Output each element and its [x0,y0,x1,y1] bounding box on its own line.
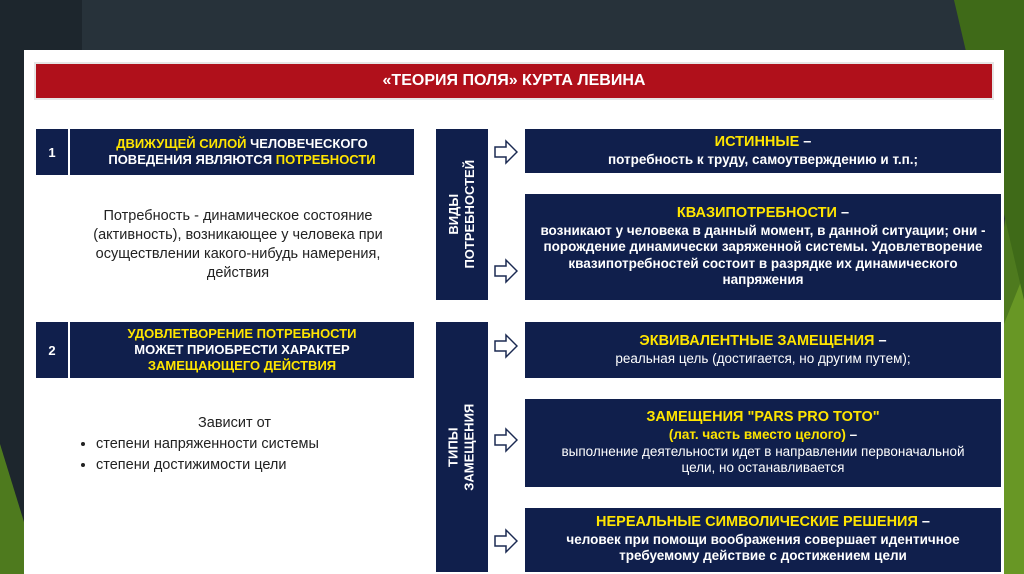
needs-types-line-2: ПОТРЕБНОСТЕЙ [462,160,478,269]
depends-bullet: степени напряженности системы [96,435,408,454]
true-needs-title: ИСТИННЫЕ [714,133,800,150]
arrow-right-icon [494,427,518,453]
arrow-right-icon [494,258,518,284]
true-needs-dash: – [799,133,812,150]
need-definition: Потребность - динамическое состояние (ак… [93,208,383,281]
block2-line-2: МОЖЕТ ПРИОБРЕСТИ ХАРАКТЕР [134,342,350,358]
pars-pro-toto-box: ЗАМЕЩЕНИЯ "PARS PRO TOTO" (лат. часть вм… [523,397,1003,489]
block2-line-3: ЗАМЕЩАЮЩЕГО ДЕЙСТВИЯ [147,357,337,373]
depends-block: Зависит от степени напряженности системы… [78,414,408,477]
substitution-types-line-2: ЗАМЕЩЕНИЯ [462,403,477,491]
block2-line-1: УДОВЛЕТВОРЕНИЕ ПОТРЕБНОСТИ [127,326,357,342]
quasi-needs-desc: возникают у человека в данный момент, в … [540,222,986,288]
unreal-solutions-box: НЕРЕАЛЬНЫЕ СИМВОЛИЧЕСКИЕ РЕШЕНИЯ – челов… [523,506,1003,574]
needs-types-label: ВИДЫ ПОТРЕБНОСТЕЙ [434,127,490,302]
pars-pro-toto-title: ЗАМЕЩЕНИЯ "PARS PRO TOTO" [646,409,880,426]
equivalent-dash: – [874,332,887,349]
block2-statement: УДОВЛЕТВОРЕНИЕ ПОТРЕБНОСТИ МОЖЕТ ПРИОБРЕ… [68,320,416,380]
block2-number: 2 [34,320,70,380]
equivalent-title: ЭКВИВАЛЕНТНЫЕ ЗАМЕЩЕНИЯ [639,332,875,349]
unreal-desc: человек при помощи воображения совершает… [566,531,960,564]
depends-list: степени напряженности системы степени до… [78,435,408,475]
quasi-needs-box: КВАЗИПОТРЕБНОСТИ – возникают у человека … [523,192,1003,302]
arrow-right-icon [494,528,518,554]
pars-pro-toto-desc: выполнение деятельности идет в направлен… [561,443,965,476]
substitution-types-label: ТИПЫ ЗАМЕЩЕНИЯ [434,320,490,574]
quasi-needs-title: КВАЗИПОТРЕБНОСТИ [676,205,837,222]
pars-pro-toto-note: (лат. часть вместо целого) [668,427,846,443]
true-needs-desc: потребность к труду, самоутверждению и т… [607,151,919,167]
block1-white-1: ЧЕЛОВЕЧЕСКОГО [246,136,368,152]
arrow-right-icon [494,333,518,359]
unreal-title: НЕРЕАЛЬНЫЕ СИМВОЛИЧЕСКИЕ РЕШЕНИЯ [596,514,918,530]
block1-white-2: ПОВЕДЕНИЯ ЯВЛЯЮТСЯ [108,152,276,167]
needs-types-line-1: ВИДЫ [445,194,461,235]
true-needs-box: ИСТИННЫЕ – потребность к труду, самоутве… [523,127,1003,175]
block1-number: 1 [34,127,70,177]
arrow-right-icon [494,139,518,165]
depends-heading: Зависит от [198,415,272,431]
equivalent-substitution-box: ЭКВИВАЛЕНТНЫЕ ЗАМЕЩЕНИЯ – реальная цель … [523,320,1003,380]
block1-yellow-2: ПОТРЕБНОСТИ [275,152,376,167]
quasi-needs-dash: – [836,205,850,222]
block1-yellow-1: ДВИЖУЩЕЙ СИЛОЙ [116,136,247,152]
equivalent-desc: реальная цель (достигается, но другим пу… [615,350,911,366]
depends-bullet: степени достижимости цели [96,456,408,475]
substitution-types-line-1: ТИПЫ [445,427,461,467]
slide-title: «ТЕОРИЯ ПОЛЯ» КУРТА ЛЕВИНА [34,62,994,100]
unreal-dash: – [917,514,930,530]
pars-pro-toto-dash: – [845,427,858,443]
block1-statement: ДВИЖУЩЕЙ СИЛОЙ ЧЕЛОВЕЧЕСКОГО ПОВЕДЕНИЯ Я… [68,127,416,177]
